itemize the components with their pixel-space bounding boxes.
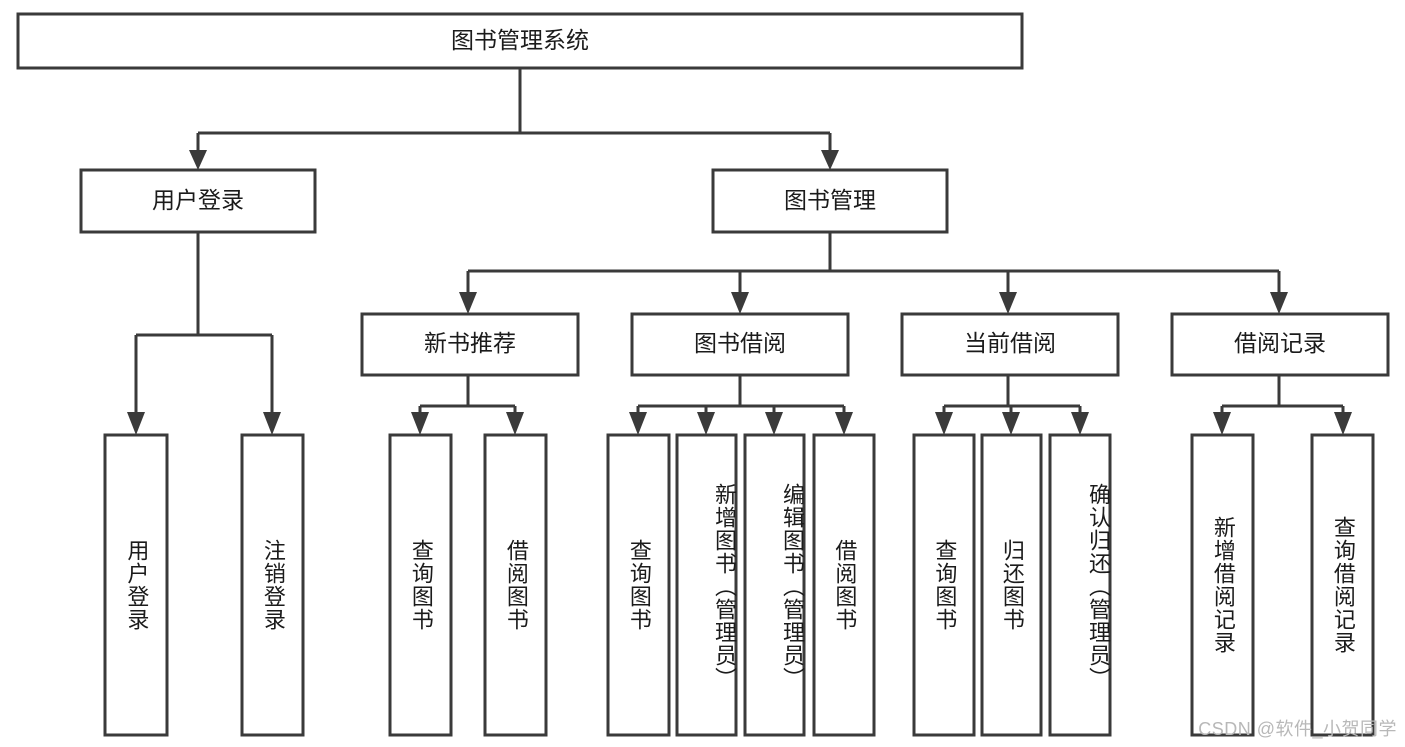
borrow-record-label: 借阅记录 — [1234, 330, 1326, 356]
arrow-leaf-edit-book — [765, 412, 783, 435]
arrow-book-borrow — [731, 292, 749, 314]
new-book-recommend-box[interactable] — [360, 312, 580, 377]
leaf-confirm-return-box[interactable] — [1048, 433, 1112, 737]
arrow-leaf-confirm-return — [1071, 412, 1089, 435]
arrow-new-book-recommend — [459, 292, 477, 314]
connector-borrow-record-to-leaves — [1213, 375, 1352, 435]
node-book-management[interactable]: 图书管理 — [711, 168, 949, 234]
current-borrow-label: 当前借阅 — [964, 330, 1056, 356]
connector-new-book-to-leaves — [411, 375, 524, 435]
connector-book-management-to-level3 — [459, 232, 1288, 314]
connector-user-login-to-leaves — [127, 232, 281, 435]
current-borrow-box[interactable] — [900, 312, 1120, 377]
leaf-user-login-box[interactable] — [103, 433, 169, 737]
node-borrow-record[interactable]: 借阅记录 — [1170, 312, 1390, 377]
arrow-leaf-user-login — [127, 412, 145, 435]
connector-book-borrow-to-leaves — [629, 375, 853, 435]
node-current-borrow[interactable]: 当前借阅 — [900, 312, 1120, 377]
connector-current-borrow-to-leaves — [935, 375, 1089, 435]
leaf-add-borrow-record-box[interactable] — [1190, 433, 1255, 737]
node-new-book-recommend[interactable]: 新书推荐 — [360, 312, 580, 377]
arrow-leaf-add-borrow-record — [1213, 412, 1231, 435]
leaf-borrow-book-2-box[interactable] — [812, 433, 876, 737]
leaf-query-book-3-box[interactable] — [912, 433, 976, 737]
arrow-leaf-return-book — [1002, 412, 1020, 435]
leaf-query-borrow-record-box[interactable] — [1310, 433, 1375, 737]
arrow-leaf-query-borrow-record — [1334, 412, 1352, 435]
leaf-add-book-box[interactable] — [675, 433, 738, 737]
book-borrow-label: 图书借阅 — [694, 330, 786, 356]
node-user-login[interactable]: 用户登录 — [79, 168, 317, 234]
user-login-label: 用户登录 — [152, 187, 244, 213]
arrow-leaf-query-book-3 — [935, 412, 953, 435]
borrow-record-box[interactable] — [1170, 312, 1390, 377]
book-borrow-box[interactable] — [630, 312, 850, 377]
leaf-return-book-box[interactable] — [980, 433, 1043, 737]
arrow-leaf-query-book-1 — [411, 412, 429, 435]
leaf-query-book-1-box[interactable] — [388, 433, 453, 737]
leaf-borrow-book-1-box[interactable] — [483, 433, 548, 737]
arrow-leaf-query-book-2 — [629, 412, 647, 435]
arrow-borrow-record — [1270, 292, 1288, 314]
connector-root-to-level2 — [189, 68, 839, 170]
arrow-leaf-borrow-book-1 — [506, 412, 524, 435]
arrow-leaf-borrow-book-2 — [835, 412, 853, 435]
arrow-current-borrow — [999, 292, 1017, 314]
user-login-box[interactable] — [79, 168, 317, 234]
arrow-leaf-add-book — [697, 412, 715, 435]
watermark-text: CSDN @软件_小贺同学 — [1198, 719, 1397, 739]
arrow-book-management — [821, 150, 839, 170]
node-book-borrow[interactable]: 图书借阅 — [630, 312, 850, 377]
leaf-logout-login-box[interactable] — [240, 433, 305, 737]
book-management-label: 图书管理 — [784, 187, 876, 213]
root-box[interactable] — [16, 12, 1024, 70]
book-management-box[interactable] — [711, 168, 949, 234]
arrow-leaf-logout-login — [263, 412, 281, 435]
new-book-recommend-label: 新书推荐 — [424, 330, 516, 356]
arrow-user-login — [189, 150, 207, 170]
leaf-edit-book-box[interactable] — [743, 433, 806, 737]
root-label: 图书管理系统 — [451, 27, 589, 53]
node-root[interactable]: 图书管理系统 — [16, 12, 1024, 70]
leaf-query-book-2-box[interactable] — [606, 433, 671, 737]
